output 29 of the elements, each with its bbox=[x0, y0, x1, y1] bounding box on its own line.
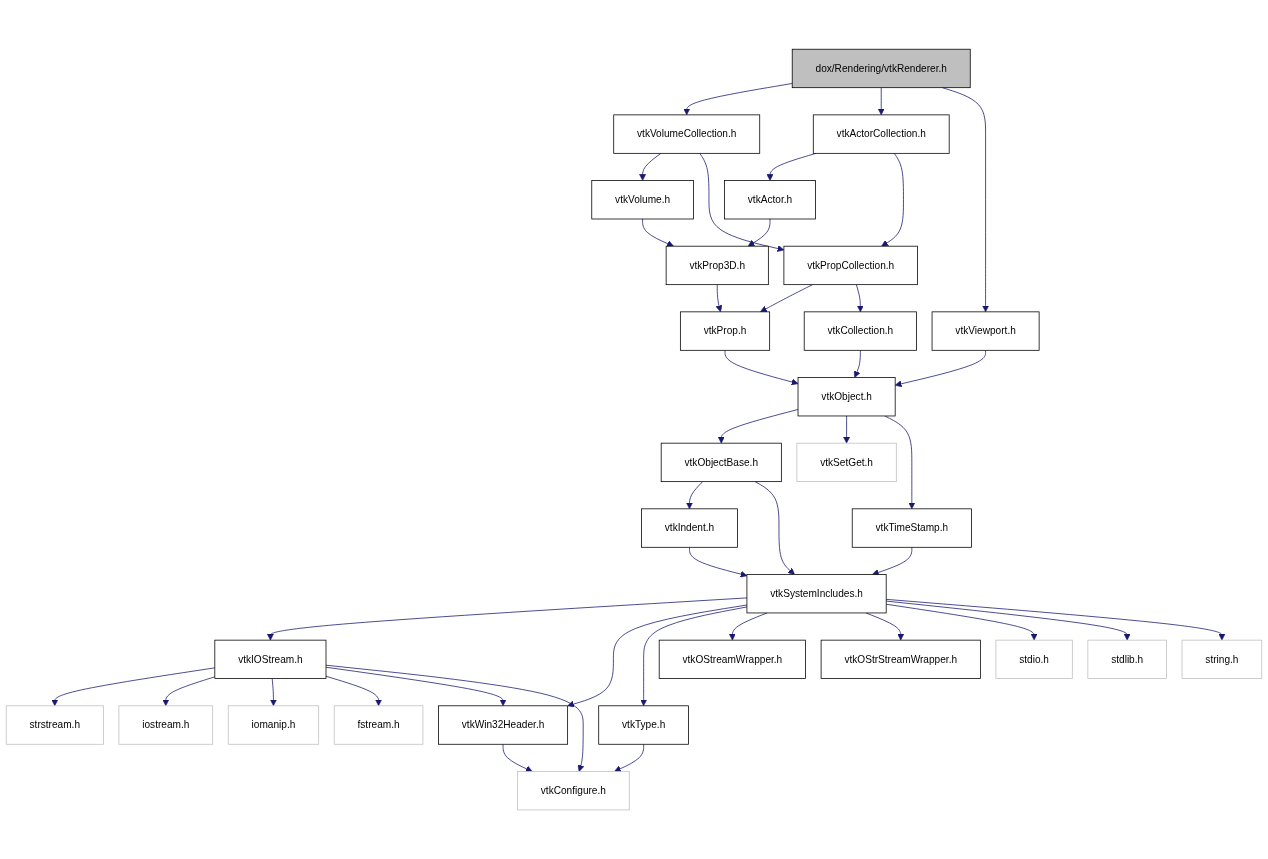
node-box: stdio.h bbox=[995, 639, 1073, 679]
node-box: vtkWin32Header.h bbox=[438, 705, 568, 745]
node-box: iomanip.h bbox=[227, 705, 320, 745]
node-box: vtkActor.h bbox=[724, 180, 816, 220]
node-box: vtkType.h bbox=[598, 705, 689, 745]
node-box: vtkSystemIncludes.h bbox=[746, 574, 887, 614]
node-box: vtkObjectBase.h bbox=[660, 442, 782, 482]
node-box: vtkObject.h bbox=[797, 377, 896, 417]
node-box: iostream.h bbox=[118, 705, 214, 745]
node-box: vtkVolume.h bbox=[591, 180, 694, 220]
node-box: vtkOStreamWrapper.h bbox=[658, 639, 806, 679]
node-box: stdlib.h bbox=[1087, 639, 1167, 679]
node-box: vtkProp.h bbox=[679, 311, 771, 351]
node-box: vtkProp3D.h bbox=[665, 245, 769, 285]
node-box: vtkOStrStreamWrapper.h bbox=[820, 639, 981, 679]
node-box: fstream.h bbox=[333, 705, 424, 745]
node-box: string.h bbox=[1181, 639, 1263, 679]
node-box: vtkIndent.h bbox=[641, 508, 738, 548]
node-box: strstream.h bbox=[5, 705, 104, 745]
node-box: vtkActorCollection.h bbox=[812, 114, 950, 154]
node-box: vtkVolumeCollection.h bbox=[613, 114, 761, 154]
node-box: vtkPropCollection.h bbox=[783, 245, 918, 285]
node-box: vtkTimeStamp.h bbox=[851, 508, 972, 548]
node-box: vtkCollection.h bbox=[803, 311, 917, 351]
node-box: vtkIOStream.h bbox=[214, 639, 327, 679]
node-box: vtkViewport.h bbox=[931, 311, 1040, 351]
node-box: dox/Rendering/vtkRenderer.h bbox=[791, 48, 971, 88]
node-box: vtkSetGet.h bbox=[796, 442, 897, 482]
node-box: vtkConfigure.h bbox=[517, 771, 630, 811]
